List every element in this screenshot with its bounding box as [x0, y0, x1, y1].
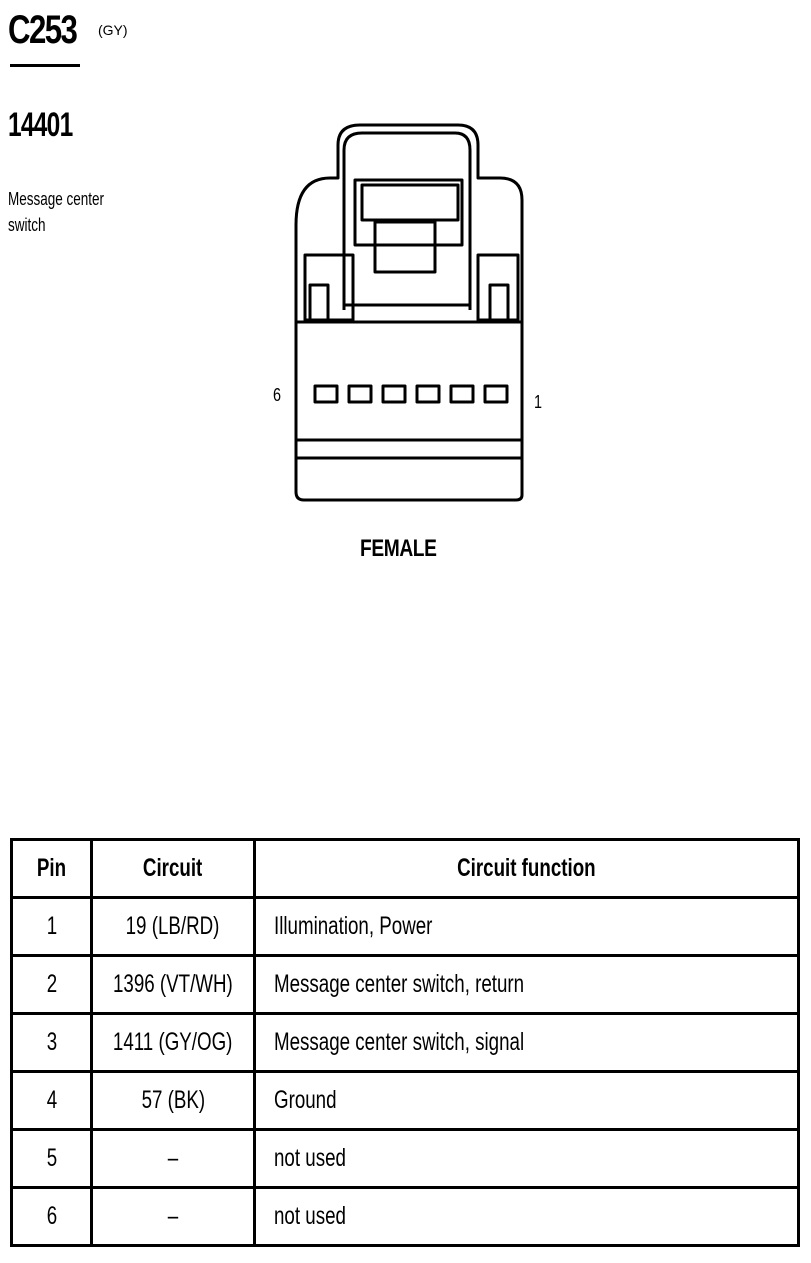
- circuit-cell: 19 (LB/RD): [90, 896, 256, 957]
- function-cell: Message center switch, signal: [252, 1012, 801, 1073]
- pin-cavity: [415, 384, 441, 404]
- circuit-cell: –: [90, 1186, 256, 1247]
- function-cell: not used: [252, 1186, 801, 1247]
- pin-cavity: [313, 384, 339, 404]
- pin-cell: 5: [10, 1128, 93, 1189]
- function-cell: Illumination, Power: [252, 896, 801, 957]
- right-guide: [476, 253, 520, 322]
- connector-id: C253 (GY): [8, 8, 128, 53]
- pin-cell: 3: [10, 1012, 93, 1073]
- function-cell: Message center switch, return: [252, 954, 801, 1015]
- pin-label-first: 6: [273, 385, 282, 405]
- circuit-cell: 57 (BK): [90, 1070, 256, 1131]
- pin-cavity: [483, 384, 509, 404]
- connector-number: C253: [8, 8, 78, 52]
- part-number: 14401: [8, 106, 73, 144]
- connector-color: (GY): [98, 22, 128, 38]
- pin-cavities: [313, 384, 509, 404]
- header-pin: Pin: [10, 838, 93, 899]
- table-row: 5–not used: [10, 1128, 801, 1189]
- latch-block: [353, 178, 464, 247]
- pin-cell: 1: [10, 896, 93, 957]
- pin-cell: 2: [10, 954, 93, 1015]
- circuit-cell: –: [90, 1128, 256, 1189]
- function-cell: not used: [252, 1128, 801, 1189]
- connector-gender: FEMALE: [360, 535, 437, 562]
- table-header-row: Pin Circuit Circuit function: [10, 838, 801, 899]
- header-function: Circuit function: [252, 838, 801, 899]
- header-circuit: Circuit: [90, 838, 256, 899]
- pin-label-last: 1: [534, 392, 543, 412]
- table-row: 6–not used: [10, 1186, 801, 1247]
- circuit-cell: 1396 (VT/WH): [90, 954, 256, 1015]
- part-description: Message center switch: [8, 189, 105, 235]
- latch-outline: [342, 131, 472, 310]
- connector-id-underline: [10, 64, 80, 67]
- pin-cavity: [347, 384, 373, 404]
- circuit-cell: 1411 (GY/OG): [90, 1012, 256, 1073]
- pin-cavity: [381, 384, 407, 404]
- pin-cavity: [449, 384, 475, 404]
- function-cell: Ground: [252, 1070, 801, 1131]
- pin-cell: 6: [10, 1186, 93, 1247]
- connector-housing: [294, 123, 524, 502]
- pin-cell: 4: [10, 1070, 93, 1131]
- connector-drawing: [294, 123, 524, 502]
